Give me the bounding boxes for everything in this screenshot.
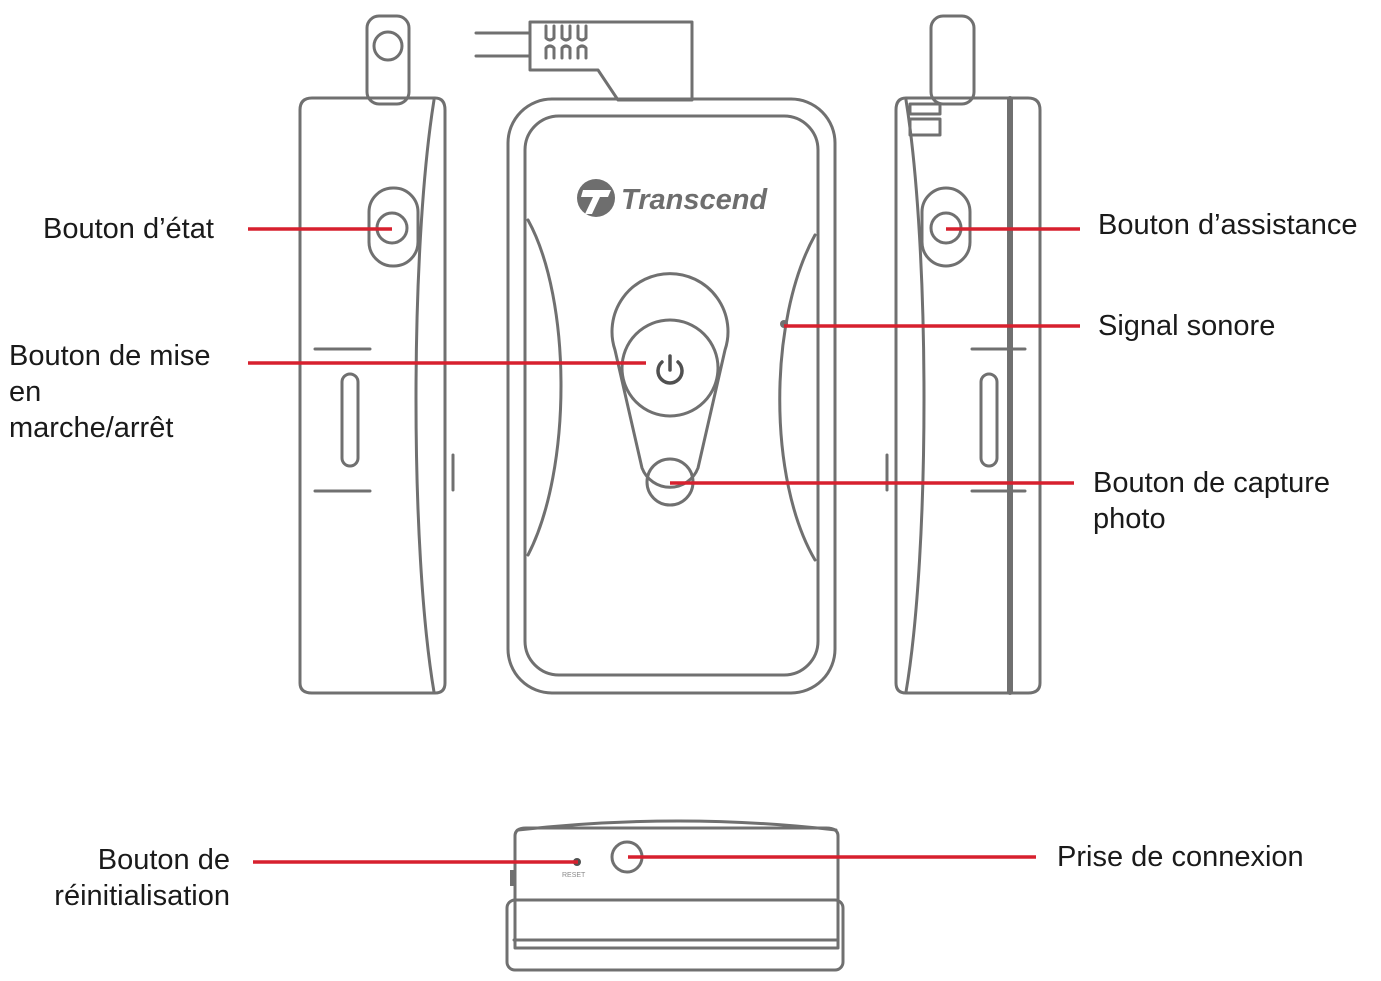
right-indicator-bottom	[908, 117, 942, 137]
power-icon	[656, 354, 684, 385]
front-left-recess	[526, 218, 563, 557]
right-body	[894, 96, 1042, 695]
label-reset-button: Bouton de réinitialisation	[54, 844, 230, 912]
right-side-view	[885, 14, 1042, 695]
left-side-view	[298, 14, 455, 695]
right-indicator-top	[908, 102, 942, 116]
cable-grip-top	[544, 24, 588, 42]
transcend-logo-icon	[577, 179, 615, 217]
front-right-recess	[778, 233, 817, 562]
label-power-button: Bouton de mise en marche/arrêt	[9, 340, 211, 444]
label-connector: Prise de connexion	[1057, 841, 1304, 873]
label-assist-button: Bouton d’assistance	[1098, 209, 1358, 241]
front-view	[506, 97, 837, 695]
bottom-top-arc	[516, 819, 838, 832]
bottom-body	[513, 826, 840, 950]
bottom-view	[505, 819, 845, 972]
cable-grip-bottom	[544, 44, 588, 60]
left-clip	[365, 14, 411, 106]
brand-name: Transcend	[621, 184, 768, 216]
front-outer	[506, 97, 837, 695]
power-button-ring	[620, 318, 720, 418]
assist-button-housing	[920, 186, 972, 268]
leader-lines	[248, 227, 1080, 864]
label-buzzer: Signal sonore	[1098, 310, 1276, 342]
right-clip	[929, 14, 976, 106]
right-slot	[979, 372, 999, 468]
label-status-button: Bouton d’état	[43, 213, 214, 245]
left-slot	[340, 372, 360, 468]
bottom-base	[505, 898, 845, 972]
front-inner	[523, 114, 820, 677]
front-button-plate	[610, 272, 730, 489]
reset-marking: RESET	[562, 872, 586, 879]
label-capture-button: Bouton de capture photo	[1093, 467, 1331, 535]
left-curve	[414, 98, 436, 694]
cable	[474, 20, 694, 102]
right-curve	[904, 98, 926, 694]
status-button-housing	[367, 186, 420, 268]
left-clip-hole	[372, 30, 404, 62]
